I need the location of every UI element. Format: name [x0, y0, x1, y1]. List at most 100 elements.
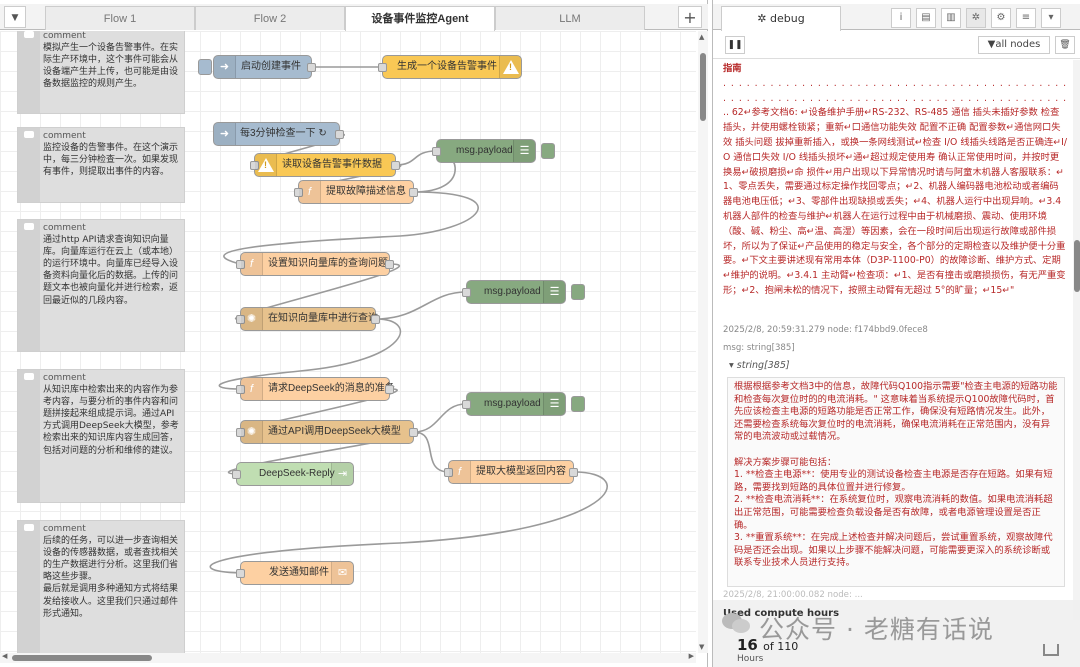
node-deepseek-reply[interactable]: DeepSeek-Reply ⇥ — [232, 462, 354, 486]
filter-nodes-button[interactable]: ▼all nodes — [978, 36, 1050, 54]
message-meta: 2025/2/8, 21:00:00.082 node: ... — [723, 590, 863, 600]
output-port[interactable] — [409, 188, 418, 197]
input-port[interactable] — [236, 428, 245, 437]
output-port[interactable] — [307, 63, 316, 72]
comment-text: 监控设备的告警事件。在这个演示中，每三分钟检查一次。如果发现有事件，则提取出事件… — [43, 143, 179, 178]
envelope-icon: ✉ — [331, 562, 353, 584]
input-port[interactable] — [462, 400, 471, 409]
chart-icon[interactable]: ▥ — [941, 8, 961, 28]
output-port[interactable] — [385, 385, 394, 394]
debug-scrollbar[interactable] — [1073, 60, 1080, 620]
node-extract-desc[interactable]: f 提取故障描述信息 — [294, 180, 418, 204]
output-port[interactable] — [409, 428, 418, 437]
input-port[interactable] — [432, 147, 441, 156]
comment-title: comment — [43, 131, 86, 141]
tab-flow-2[interactable]: Flow 2 — [195, 6, 345, 30]
input-port[interactable] — [236, 385, 245, 394]
add-tab-button[interactable]: + — [678, 6, 702, 28]
globe-icon: ✺ — [241, 308, 263, 330]
scroll-thumb[interactable] — [1074, 240, 1080, 292]
comment-icon — [18, 521, 40, 653]
input-port[interactable] — [294, 188, 303, 197]
node-start-event[interactable]: ➜ 启动创建事件 — [198, 55, 316, 79]
inject-trigger-button[interactable] — [198, 59, 212, 75]
scroll-thumb[interactable] — [700, 53, 706, 121]
info-icon[interactable]: i — [891, 8, 911, 28]
pause-icon[interactable]: ❚❚ — [725, 36, 745, 54]
node-check-3min[interactable]: ➜ 每3分钟检查一下 ↻ — [213, 122, 344, 146]
node-debug-2[interactable]: msg.payload ☰ — [462, 280, 585, 304]
tab-llm[interactable]: LLM — [495, 6, 645, 30]
comment-monitor-events[interactable]: comment 监控设备的告警事件。在这个演示中，每三分钟检查一次。如果发现有事件… — [17, 127, 185, 203]
arrow-right-icon: ➜ — [214, 123, 236, 145]
flow-tab-bar: ▼ Flow 1 Flow 2 设备事件监控Agent LLM + — [0, 4, 708, 31]
input-port[interactable] — [378, 63, 387, 72]
list-icon: ☰ — [543, 393, 565, 415]
message-dots: . . . . . . . . . . . . . . . . . . . . … — [723, 92, 1067, 104]
scroll-thumb[interactable] — [12, 655, 152, 661]
debug-message-1[interactable]: 指南 . . . . . . . . . . . . . . . . . . .… — [723, 62, 1067, 299]
debug-message-2[interactable]: 根据根据参考文档3中的信息，故障代码Q100指示需要"检查主电源的短路功能和检查… — [727, 377, 1065, 587]
filter-icon: ▼ — [987, 39, 996, 50]
input-port[interactable] — [444, 468, 453, 477]
flow-canvas[interactable]: comment 模拟产生一个设备告警事件。在实际生产环境中，这个事件可能会从设备端… — [0, 31, 696, 653]
canvas-horizontal-scrollbar[interactable]: ◀ ▶ — [0, 652, 696, 663]
compute-hours-panel: Used compute hours 公众号 · 老糖有话说 16 of 110… — [713, 600, 1080, 667]
comment-text: 模拟产生一个设备告警事件。在实际生产环境中，这个事件可能会从设备端产生并上传，也… — [43, 43, 179, 90]
debug-toggle-button[interactable] — [571, 396, 585, 412]
output-port[interactable] — [385, 260, 394, 269]
node-debug-3[interactable]: msg.payload ☰ — [462, 392, 585, 416]
book-icon[interactable]: ▤ — [916, 8, 936, 28]
list-icon: ☰ — [543, 281, 565, 303]
input-port[interactable] — [232, 470, 241, 479]
node-send-mail[interactable]: 发送通知邮件 ✉ — [236, 561, 354, 585]
debug-toggle-button[interactable] — [541, 143, 555, 159]
output-port[interactable] — [371, 315, 380, 324]
tab-device-event-agent[interactable]: 设备事件监控Agent — [345, 6, 495, 31]
gear-icon[interactable]: ⚙ — [991, 8, 1011, 28]
tab-debug[interactable]: ✲ debug — [721, 6, 841, 31]
chevron-down-icon[interactable]: ▾ — [1041, 8, 1061, 28]
wire — [375, 291, 467, 320]
tab-flow-1[interactable]: Flow 1 — [45, 6, 195, 30]
comment-icon — [18, 128, 40, 202]
message-dots: . . . . . . . . . . . . . . . . . . . . … — [723, 77, 1067, 89]
node-gen-alarm[interactable]: 生成一个设备告警事件 — [378, 55, 522, 79]
node-query-kb[interactable]: ✺ 在知识向量库中进行查询 — [236, 307, 380, 331]
input-port[interactable] — [236, 260, 245, 269]
input-port[interactable] — [462, 288, 471, 297]
node-prepare-deepseek[interactable]: f 请求DeepSeek的消息的准备 — [236, 377, 395, 401]
trash-icon[interactable]: 🗑 — [1055, 36, 1075, 54]
cart-icon[interactable] — [1043, 644, 1059, 656]
hours-count: 16 of 110 — [737, 636, 799, 654]
output-port[interactable] — [569, 468, 578, 477]
node-call-deepseek[interactable]: ✺ 通过API调用DeepSeek大模型 — [236, 420, 418, 444]
wire — [223, 191, 479, 265]
input-port[interactable] — [236, 569, 245, 578]
debug-toggle-button[interactable] — [571, 284, 585, 300]
node-debug-1[interactable]: msg.payload ☰ — [432, 139, 555, 163]
output-port[interactable] — [335, 130, 344, 139]
flow-wires — [209, 66, 608, 574]
comment-icon — [18, 31, 40, 113]
node-read-alarm[interactable]: 读取设备告警事件数据 — [250, 153, 400, 177]
input-port[interactable] — [236, 315, 245, 324]
function-icon: f — [241, 253, 263, 275]
sidebar-tab-bar: ✲ debug i ▤ ▥ ✲ ⚙ ≡ ▾ — [713, 4, 1080, 31]
message-expand-toggle[interactable]: ▾ string[385] — [729, 360, 790, 371]
comment-text: 通过http API请求查询知识向量库。向量库运行在云上（或本地）的运行环境中。… — [43, 235, 179, 306]
wechat-icon — [722, 613, 750, 633]
database-icon[interactable]: ≡ — [1016, 8, 1036, 28]
canvas-vertical-scrollbar[interactable]: ▲ ▼ — [698, 31, 708, 653]
comment-text: 后续的任务，可以进一步查询相关设备的传感器数据，或者查找相关的生产数据进行分析。… — [43, 536, 179, 619]
node-extract-reply[interactable]: f 提取大模型返回内容 — [444, 460, 578, 484]
bug-icon[interactable]: ✲ — [966, 8, 986, 28]
tab-menu-chevron-icon[interactable]: ▼ — [4, 6, 26, 28]
arrow-right-icon: ➜ — [214, 56, 236, 78]
output-port[interactable] — [391, 161, 400, 170]
node-set-query[interactable]: f 设置知识向量库的查询问题 — [236, 252, 394, 276]
